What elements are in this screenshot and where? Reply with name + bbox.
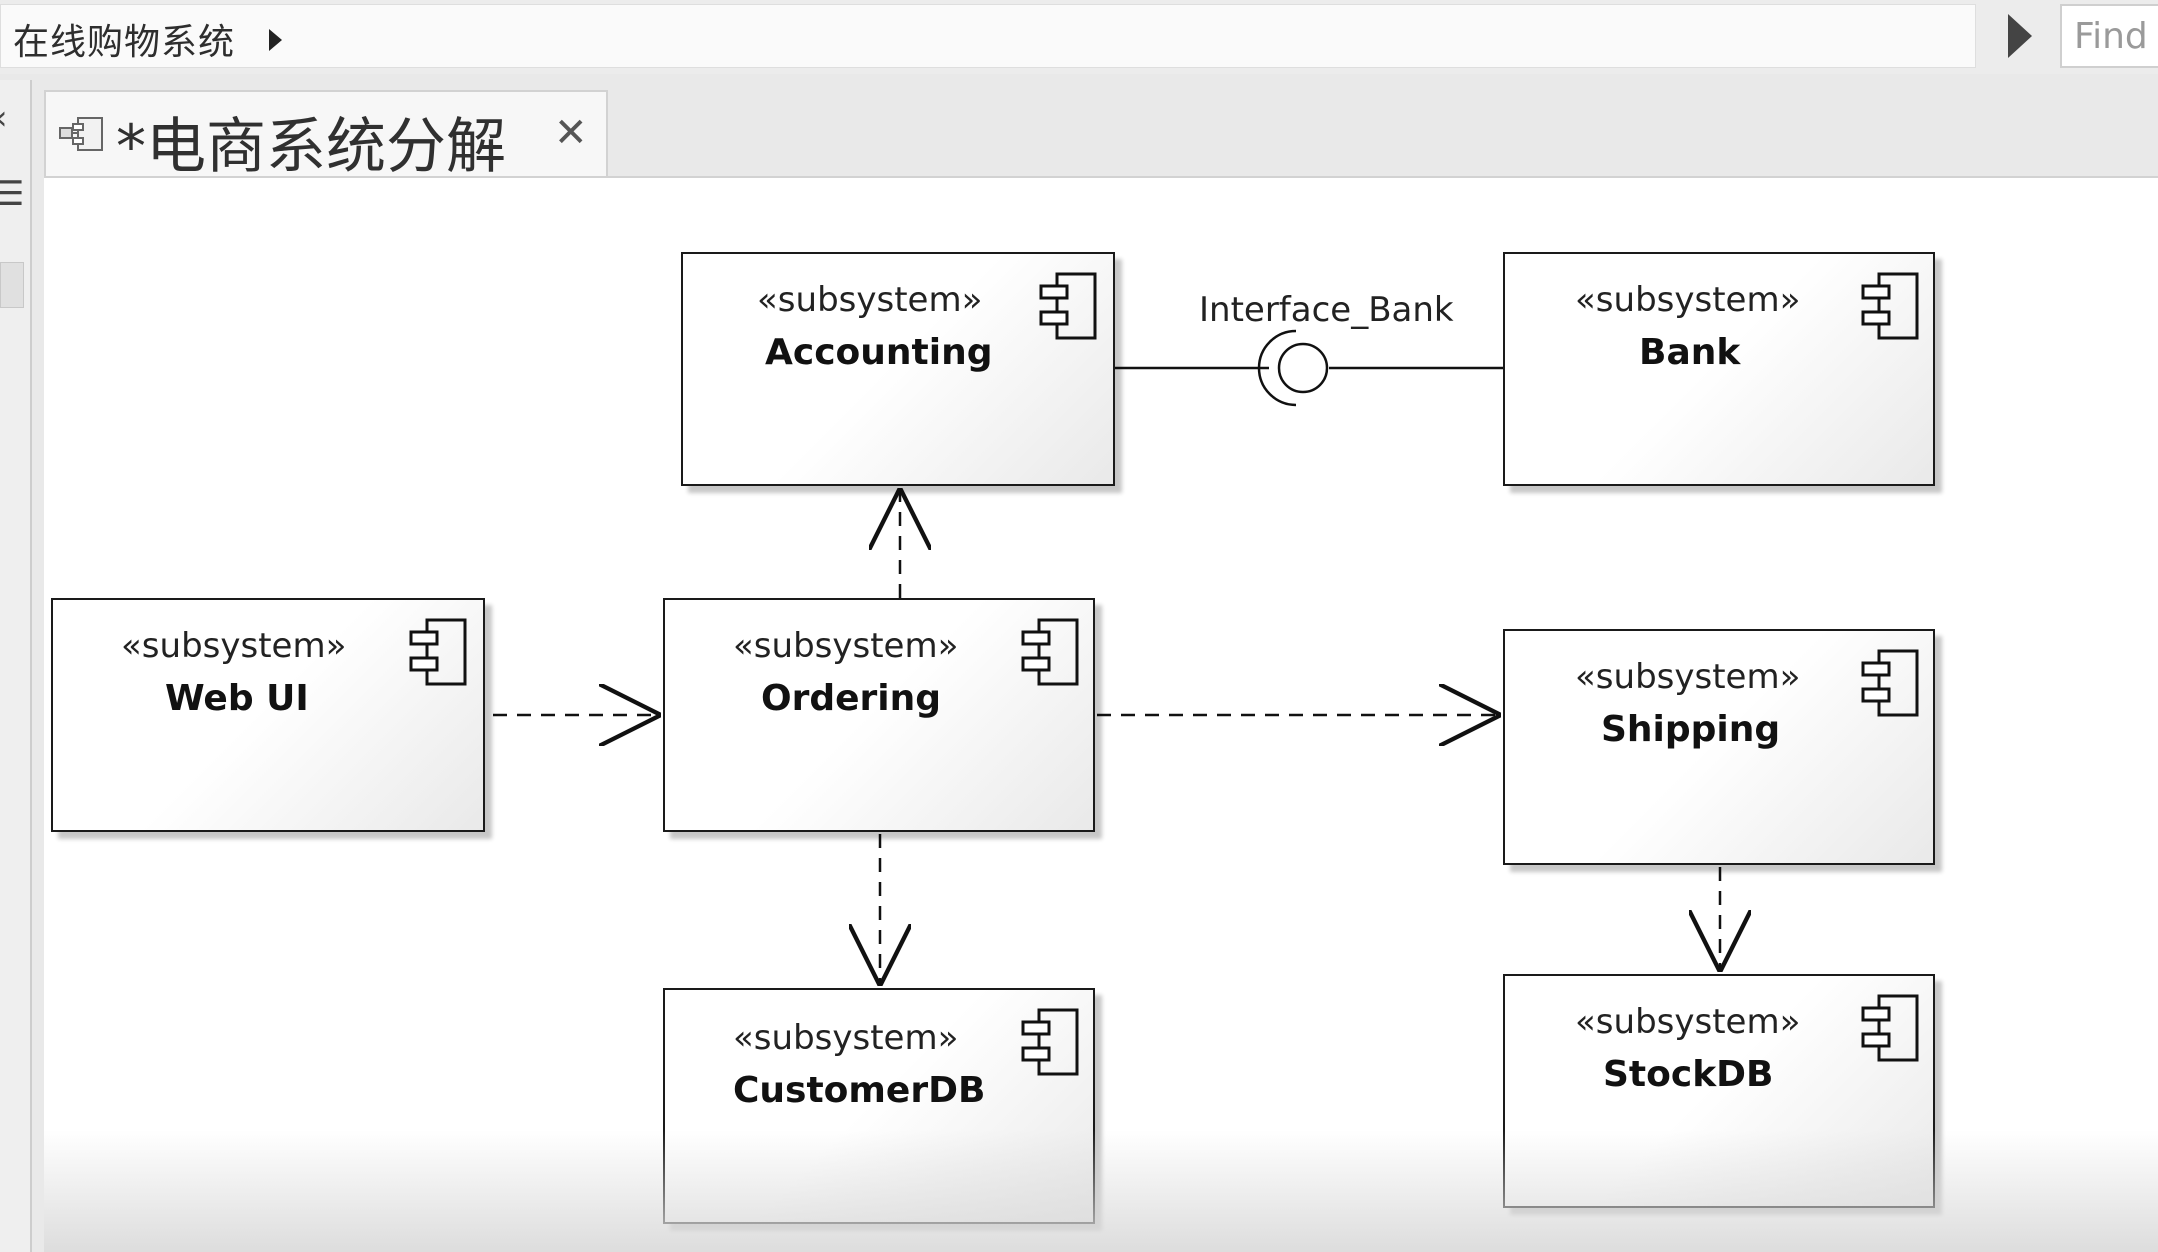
- required-interface-socket[interactable]: [1257, 329, 1297, 407]
- component-name: StockDB: [1603, 1054, 1774, 1095]
- breadcrumb-bar: 在线购物系统 Find: [0, 0, 2158, 74]
- component-icon: [1861, 649, 1919, 717]
- tab-title: *电商系统分解: [116, 112, 506, 182]
- component-stockdb[interactable]: «subsystem» StockDB: [1503, 974, 1935, 1208]
- find-placeholder: Find: [2074, 16, 2148, 57]
- component-stereotype: «subsystem»: [1575, 657, 1801, 697]
- left-panel-edge: ‹ ☰: [0, 80, 32, 1252]
- component-shipping[interactable]: «subsystem» Shipping: [1503, 629, 1935, 865]
- tab-diagram[interactable]: *电商系统分解 ✕: [44, 90, 608, 182]
- close-icon[interactable]: ✕: [554, 110, 588, 156]
- play-icon[interactable]: [2008, 14, 2032, 58]
- component-icon: [1021, 618, 1079, 686]
- component-stereotype: «subsystem»: [733, 626, 959, 666]
- provided-interface-ball[interactable]: [1277, 342, 1329, 394]
- component-name: Accounting: [765, 332, 993, 373]
- collapse-chevron-icon[interactable]: ‹: [0, 98, 8, 138]
- component-icon: [1861, 994, 1919, 1062]
- component-accounting[interactable]: «subsystem» Accounting: [681, 252, 1115, 486]
- component-icon: [409, 618, 467, 686]
- find-input[interactable]: Find: [2060, 4, 2158, 68]
- component-name: Web UI: [165, 678, 309, 719]
- component-stereotype: «subsystem»: [1575, 280, 1801, 320]
- component-icon: [1039, 272, 1097, 340]
- component-stereotype: «subsystem»: [121, 626, 347, 666]
- breadcrumb[interactable]: 在线购物系统: [0, 4, 1976, 68]
- component-diagram-icon: [59, 117, 103, 151]
- component-name: Ordering: [761, 678, 942, 719]
- component-customerdb[interactable]: «subsystem» CustomerDB: [663, 988, 1095, 1224]
- tab-strip-divider: [44, 176, 2158, 178]
- breadcrumb-expand-icon[interactable]: [269, 29, 282, 51]
- component-name: Bank: [1639, 332, 1741, 373]
- panel-handle[interactable]: [0, 262, 24, 308]
- component-icon: [1861, 272, 1919, 340]
- component-name: Shipping: [1601, 709, 1781, 750]
- component-stereotype: «subsystem»: [757, 280, 983, 320]
- menu-icon[interactable]: ☰: [0, 174, 24, 214]
- component-web-ui[interactable]: «subsystem» Web UI: [51, 598, 485, 832]
- component-stereotype: «subsystem»: [733, 1018, 959, 1058]
- component-name: CustomerDB: [733, 1070, 986, 1111]
- component-stereotype: «subsystem»: [1575, 1002, 1801, 1042]
- component-ordering[interactable]: «subsystem» Ordering: [663, 598, 1095, 832]
- component-bank[interactable]: «subsystem» Bank: [1503, 252, 1935, 486]
- interface-label: Interface_Bank: [1199, 290, 1454, 330]
- breadcrumb-path[interactable]: 在线购物系统: [13, 22, 236, 63]
- component-icon: [1021, 1008, 1079, 1076]
